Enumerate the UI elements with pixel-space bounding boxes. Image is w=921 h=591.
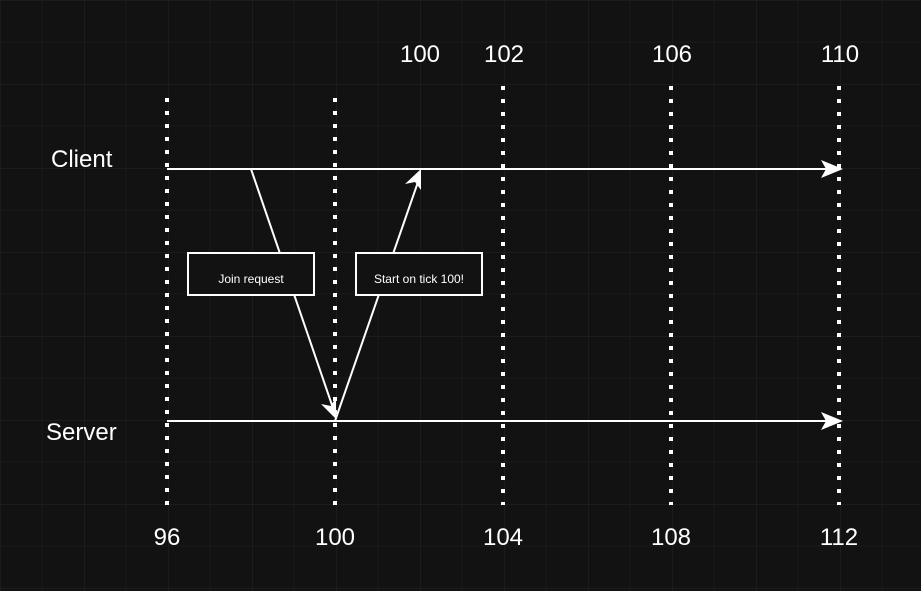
start-arrow (334, 181, 419, 422)
server-tick-label: 100 (315, 524, 355, 551)
server-tick-label: 96 (154, 524, 181, 551)
client-tick-label: 106 (652, 41, 692, 68)
join-request-box-rect (187, 252, 315, 296)
start-box-rect (355, 252, 483, 296)
client-tick-label: 100 (400, 41, 440, 68)
join-request-arrowhead (321, 397, 336, 419)
server-lane-label: Server (46, 419, 117, 446)
client-tick-label: 110 (821, 41, 859, 68)
join-request-box: Join request (187, 252, 315, 296)
server-tick-label: 104 (483, 524, 523, 551)
client-lane-label: Client (51, 146, 113, 173)
tick-lines (165, 86, 841, 505)
client-timeline-arrowhead (821, 160, 843, 178)
server-tick-label: 112 (820, 524, 858, 551)
start-label: Start on tick 100! (374, 272, 464, 286)
start-box: Start on tick 100! (355, 252, 483, 296)
server-tick-labels: 96 100 104 108 112 (154, 524, 858, 551)
server-tick-label: 108 (651, 524, 691, 551)
client-tick-labels: 100 102 106 110 (400, 41, 859, 68)
join-request-label: Join request (218, 272, 284, 286)
start-arrowhead (405, 169, 421, 190)
client-tick-label: 102 (484, 41, 524, 68)
server-timeline-arrowhead (821, 412, 843, 430)
